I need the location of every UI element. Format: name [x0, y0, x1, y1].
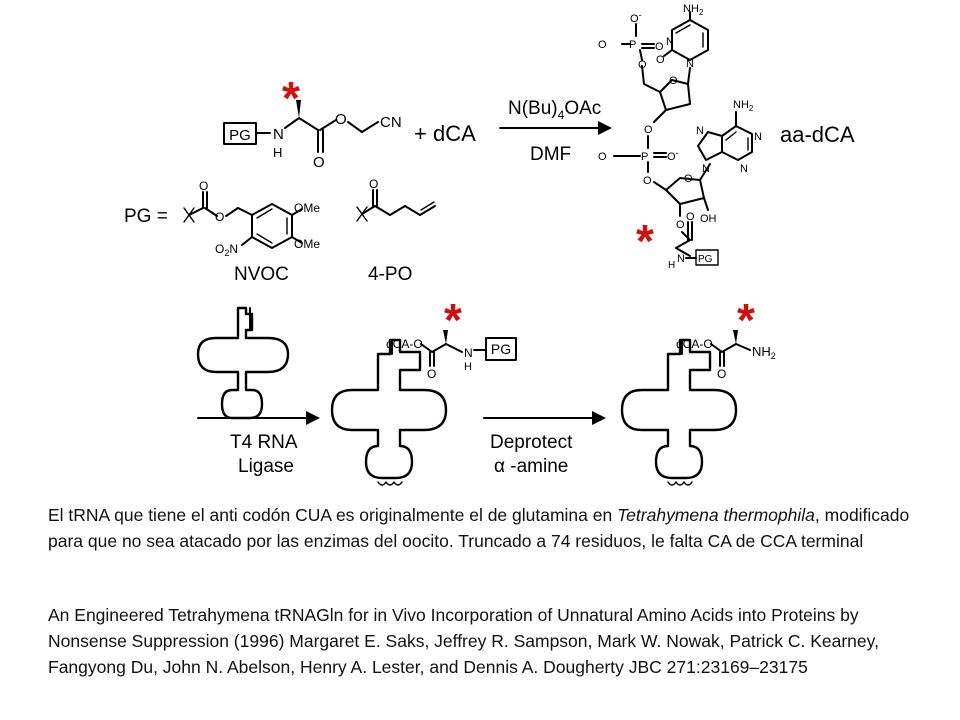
phosphate1-o-left: O: [598, 39, 607, 51]
sugar2-ring-o: O: [684, 173, 693, 185]
aa-dca-structure: NH2 N N O O O P O O- O O P O O- O O: [598, 3, 762, 271]
reaction-arrow-1: N(Bu)4OAc DMF: [499, 98, 612, 165]
deprotect-line2: α -amine: [494, 456, 568, 477]
trna2-amide-n: N: [464, 346, 473, 360]
caption-p1-italic: Tetrahymena thermophila: [617, 505, 815, 525]
trna3-nh2: NH2: [752, 344, 776, 361]
phosphate2-o-minus: O-: [667, 148, 679, 163]
trna2-amide-h: H: [464, 361, 472, 373]
nvoc-label: NVOC: [234, 264, 289, 285]
phosphate1-o-right: O: [655, 41, 664, 53]
po-carbonyl-o: O: [369, 177, 378, 191]
ligation-arrow: T4 RNA Ligase: [197, 411, 320, 477]
adenine-n3: N: [740, 163, 748, 175]
star-marker-trna2: *: [444, 294, 462, 346]
deoxyribose-1: [659, 79, 691, 111]
amide-n: N: [273, 126, 284, 143]
solvent-label: DMF: [530, 144, 571, 165]
ester-o: O: [335, 111, 347, 128]
reagent-label: N(Bu)4OAc: [508, 98, 601, 122]
caption-p1-part1: El tRNA que tiene el anti codón CUA es o…: [48, 505, 618, 525]
plus-dca-label: + dCA: [414, 121, 476, 146]
trna-aminoacylated-protected: dCA-O O N H PG *: [330, 294, 517, 486]
trna2-pg-box: [485, 337, 517, 361]
dca-o-label-3: dCA-O: [676, 337, 713, 351]
phosphate2-p: P: [641, 151, 648, 163]
four-po-label: 4-PO: [368, 264, 412, 285]
ligase-line1: T4 RNA: [230, 432, 298, 453]
trna-aminoacylated-free: dCA-O O NH2 *: [620, 294, 776, 486]
phosphate2-o-left: O: [598, 151, 607, 163]
dca-o-label: dCA-O: [386, 337, 423, 351]
trna3-carbonyl-o: O: [717, 367, 726, 381]
ester-nh-n: N: [677, 253, 685, 265]
star-marker: *: [282, 72, 300, 124]
star-marker-trna3: *: [737, 294, 755, 346]
protecting-group-definitions: PG = O O OMe OMe O2N NVOC O 4-PO: [124, 177, 436, 285]
methoxy-1: OMe: [294, 201, 320, 215]
methoxy-2: OMe: [294, 237, 320, 251]
nvoc-carbonyl-o: O: [199, 179, 208, 193]
trna2-carbonyl-o: O: [427, 367, 436, 381]
dca-pg-box: [695, 249, 719, 266]
cytosine-n3: N: [666, 36, 674, 48]
pg-equals-label: PG =: [124, 206, 168, 227]
trna-truncated: [196, 306, 290, 420]
caption-description: El tRNA que tiene el anti codón CUA es o…: [48, 502, 918, 554]
phosphate1-o-minus: O-: [630, 10, 642, 25]
aminoacid-cyanomethyl-ester: PG N H O O CN *: [223, 72, 402, 171]
reaction-scheme: PG N H O O CN * + dCA N(Bu)4OAc DMF PG =…: [124, 3, 855, 486]
adenine-n1: N: [754, 131, 762, 143]
sugar1-5-o: O: [638, 59, 647, 71]
nitrile-cn: CN: [380, 114, 402, 131]
ligase-line2: Ligase: [238, 456, 294, 477]
nitro-group: O2N: [215, 242, 238, 258]
ester-carbonyl-o: O: [686, 211, 695, 223]
carbonyl-o: O: [313, 154, 325, 171]
ester-nh-h: H: [668, 260, 675, 271]
sugar2-3-o: O: [676, 219, 685, 231]
sugar1-ring-o: O: [669, 75, 678, 87]
cytosine-o2: O: [656, 54, 665, 66]
nvoc-benzene-ring: [251, 203, 293, 249]
sugar2-oh: OH: [700, 213, 717, 225]
sugar1-3-o: O: [644, 124, 653, 136]
ribose-2: [665, 177, 705, 205]
dca-pg-label: PG: [698, 254, 713, 265]
caption-p1-part2: , modificado para que no sea atacado por…: [48, 505, 910, 551]
cytosine-n1: N: [686, 58, 694, 70]
sugar2-5-o: O: [643, 175, 652, 187]
nvoc-ester-o: O: [215, 210, 224, 224]
adenine-n7: N: [696, 125, 704, 137]
phosphate1-p: P: [629, 39, 636, 51]
amide-h: H: [273, 145, 282, 160]
cytosine-nh2: NH2: [683, 3, 704, 17]
adenine-nh2: NH2: [733, 99, 754, 113]
product-label: aa-dCA: [780, 122, 855, 147]
caption-reference: An Engineered Tetrahymena tRNAGln for in…: [48, 602, 918, 680]
adenine-imidazole: [697, 131, 723, 161]
caption-reference-text: An Engineered Tetrahymena tRNAGln for in…: [48, 605, 879, 677]
trna2-pg-label: PG: [491, 341, 511, 357]
star-marker-dca: *: [636, 215, 654, 267]
pg-label: PG: [229, 127, 251, 144]
deprotect-line1: Deprotect: [490, 432, 573, 453]
deprotection-arrow: Deprotect α -amine: [483, 411, 606, 477]
adenine-n9: N: [702, 163, 710, 175]
